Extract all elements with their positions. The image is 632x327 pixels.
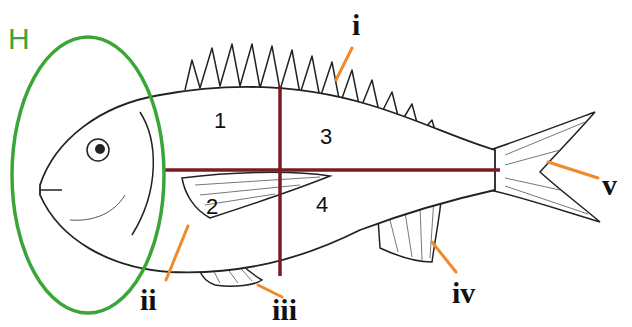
divider-line (165, 168, 500, 172)
callout-numeral: iii (272, 295, 297, 325)
region-letter: H (8, 24, 30, 54)
callout-numeral: v (602, 170, 617, 200)
pectoral-fin (182, 172, 330, 218)
area-number: 2 (206, 196, 218, 218)
leader-line (166, 226, 188, 280)
area-number: 1 (214, 110, 226, 132)
caudal-fin (490, 112, 600, 222)
callout-numeral: iv (452, 278, 475, 308)
leader-line (336, 48, 352, 80)
area-number: 3 (320, 126, 332, 148)
callout-numeral: i (352, 10, 360, 40)
area-number: 4 (316, 194, 328, 216)
gill-cover (132, 112, 153, 235)
fish-body (40, 87, 495, 273)
leader-line (548, 162, 598, 178)
divider-line (278, 86, 282, 276)
leader-line (432, 242, 456, 272)
callout-numeral: ii (140, 285, 157, 315)
head-region (12, 37, 164, 313)
eye (87, 139, 109, 161)
